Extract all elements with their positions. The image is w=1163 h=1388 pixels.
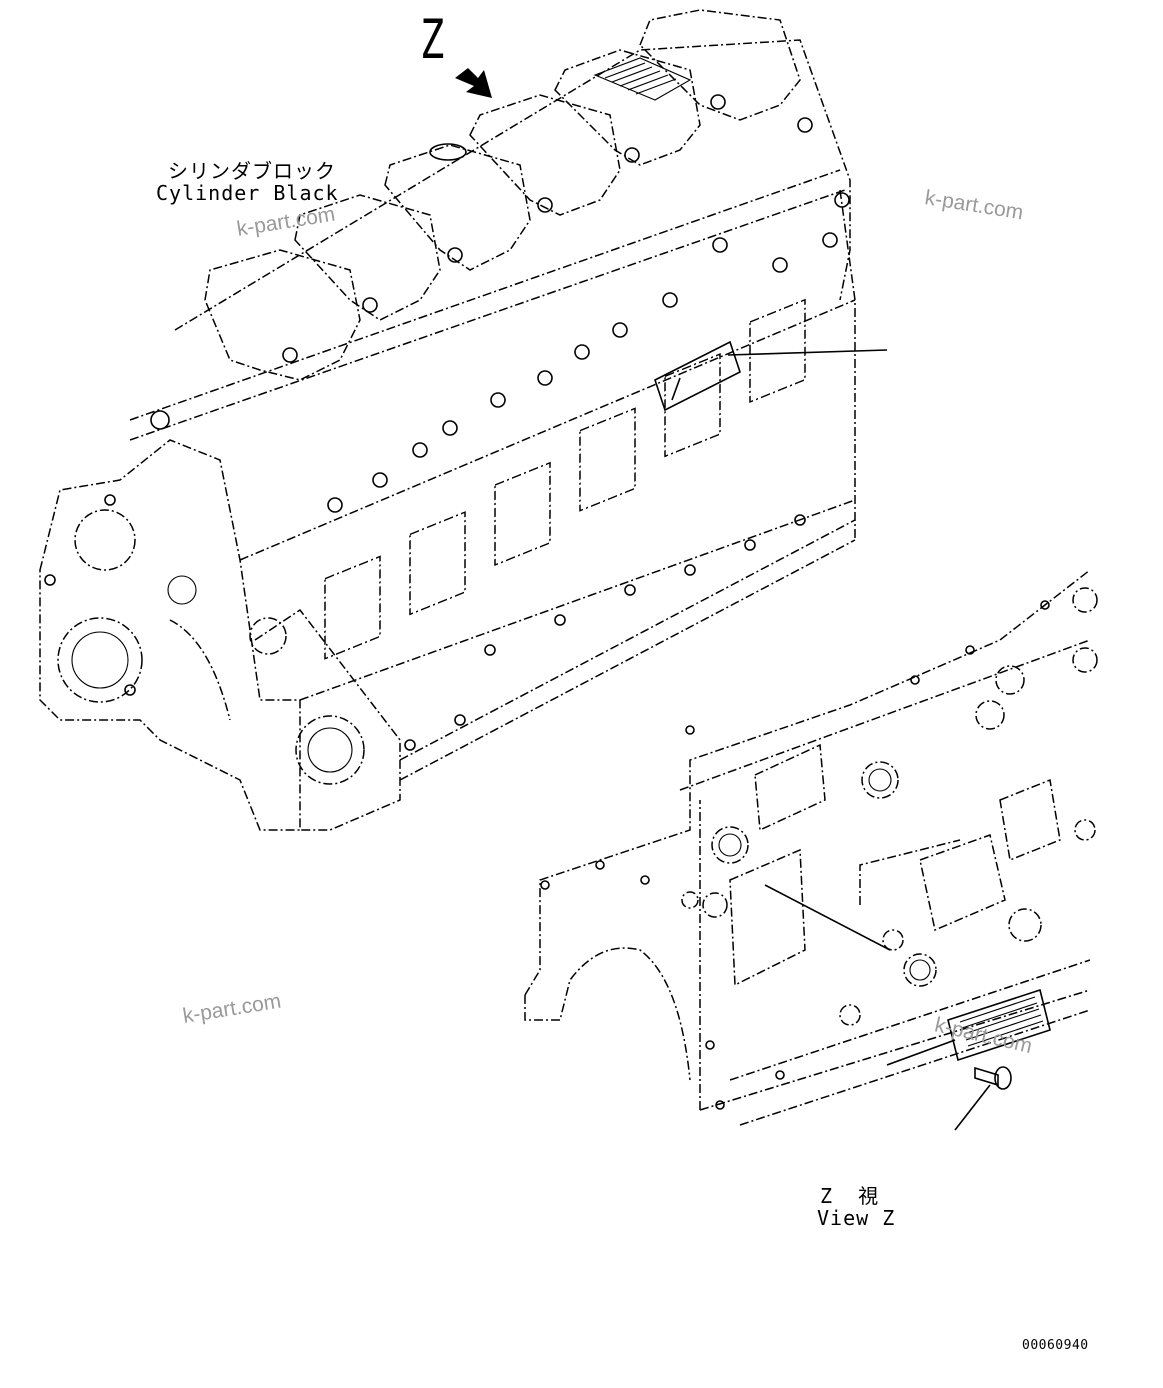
screw (954, 1066, 1012, 1131)
block-windows (324, 298, 806, 660)
view-z-detail (524, 569, 1098, 1131)
rocker-covers (204, 9, 801, 381)
head-bolts (282, 94, 850, 513)
view-arrow-icon (455, 68, 492, 98)
view-z-label-jp: Z 視 (820, 1184, 879, 1208)
view-marker-letter: Z (420, 8, 445, 71)
nameplate (886, 988, 1051, 1066)
cylinder-block-label-jp: シリンダブロック (168, 159, 336, 183)
lower-bolts (44, 410, 806, 751)
engine-block-view (39, 9, 888, 831)
cylinder-block-label-en: Cylinder Black (156, 181, 339, 205)
drawing-number: 00060940 (1022, 1338, 1089, 1353)
nameplate-location (654, 340, 888, 412)
view-z-label-en: View Z (817, 1206, 896, 1230)
